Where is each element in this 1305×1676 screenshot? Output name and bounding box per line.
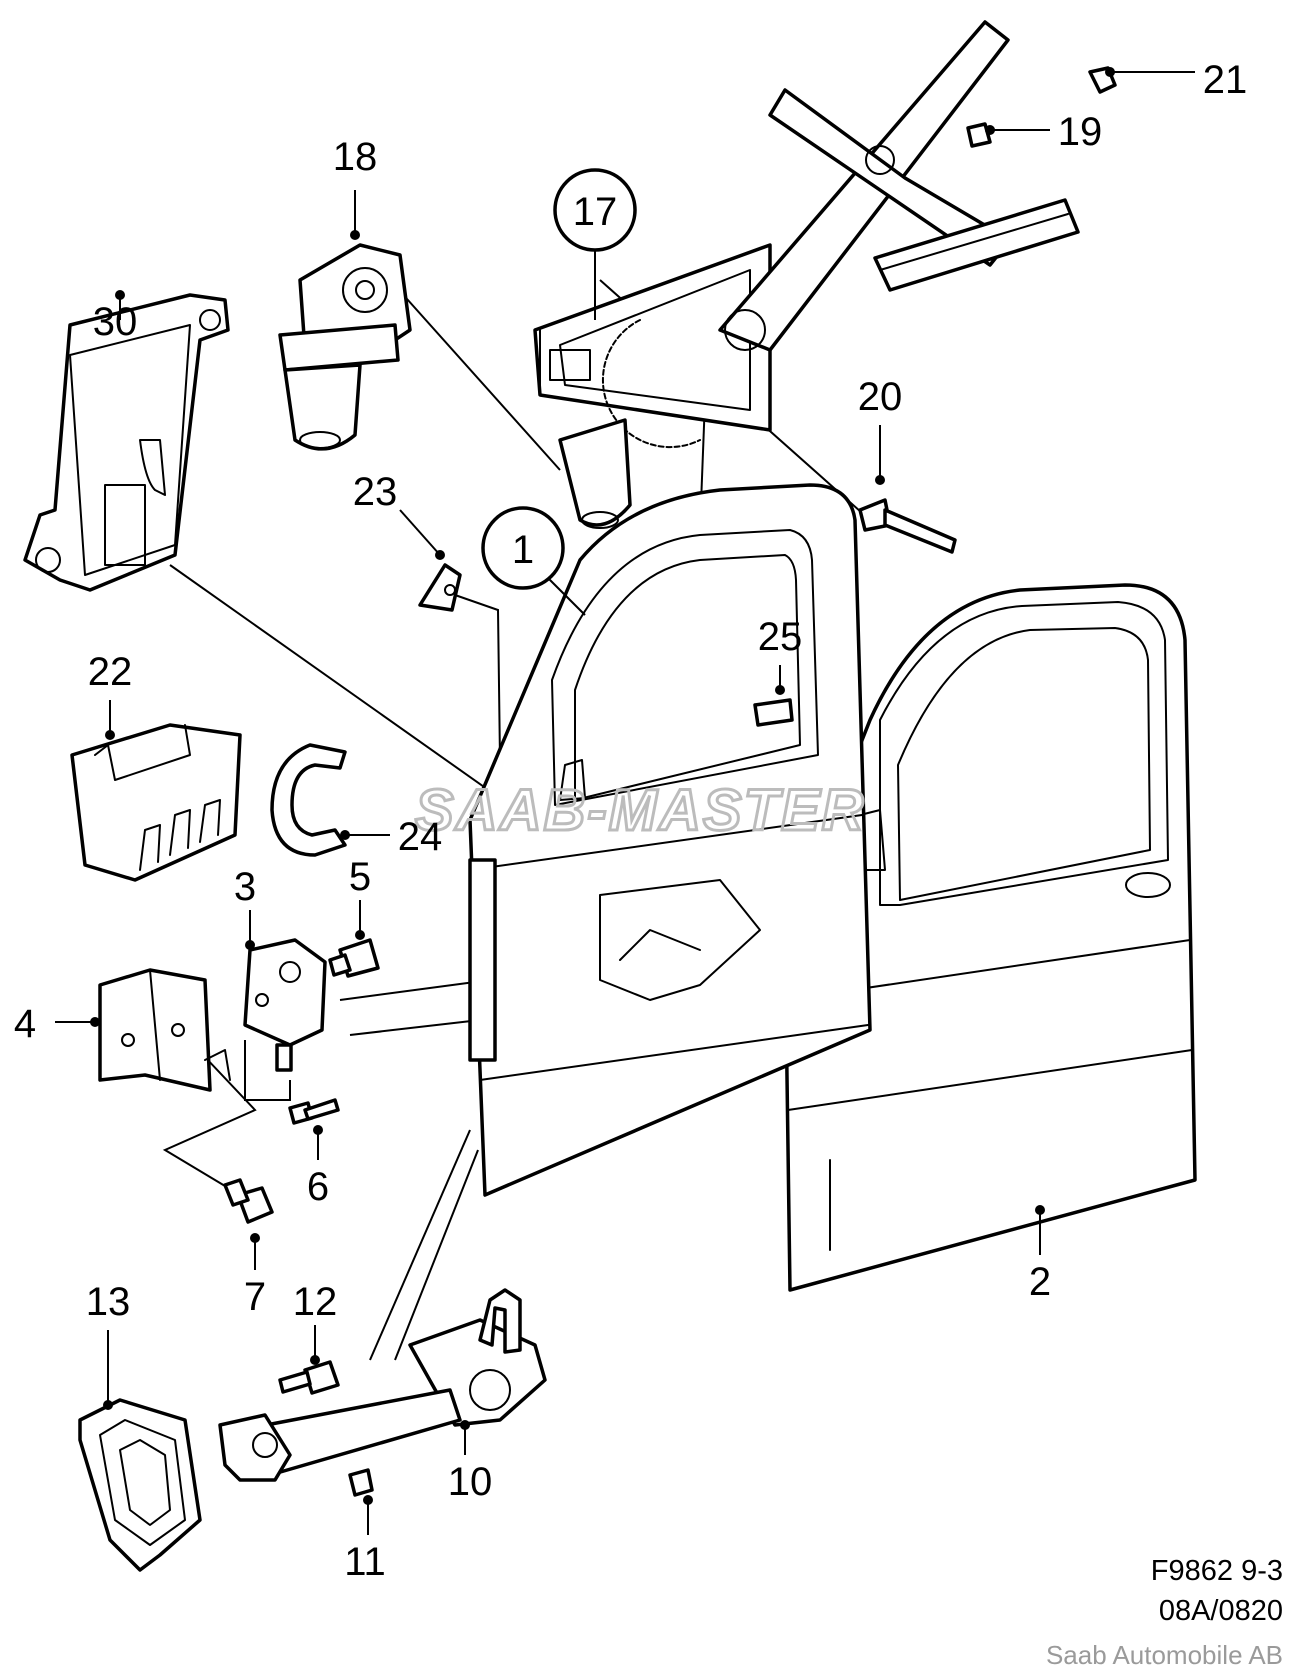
part-22	[70, 723, 242, 882]
window-motor-18	[278, 243, 412, 451]
callout-3: 3	[234, 865, 256, 909]
callout-13: 13	[86, 1280, 131, 1324]
callout-5: 5	[349, 855, 371, 899]
callout-30: 30	[93, 300, 138, 344]
switch-30	[23, 293, 230, 592]
part-25	[753, 698, 794, 727]
callout-12: 12	[293, 1280, 338, 1324]
door-check-10	[218, 1288, 547, 1482]
bolt-7	[223, 1178, 274, 1224]
part-23	[418, 563, 462, 612]
callout-4: 4	[14, 1002, 36, 1046]
callout-21: 21	[1203, 58, 1248, 102]
door-1	[468, 483, 872, 1197]
footer-code: F9862 9-3	[1150, 1555, 1283, 1587]
bolt-5	[328, 938, 380, 978]
callout-7: 7	[244, 1275, 266, 1319]
callout-24: 24	[398, 815, 443, 859]
callout-17: 17	[573, 190, 618, 234]
grommet-13	[78, 1398, 202, 1572]
callout-18: 18	[333, 135, 378, 179]
door-2	[783, 583, 1197, 1292]
label-leaders	[55, 67, 1195, 1535]
part-24	[270, 743, 347, 857]
callout-20: 20	[858, 375, 903, 419]
footer-company: Saab Automobile AB	[1045, 1640, 1283, 1670]
callout-6: 6	[307, 1165, 329, 1209]
callout-circle-1	[481, 506, 565, 590]
callout-22: 22	[88, 650, 133, 694]
callout-23: 23	[353, 470, 398, 514]
callout-19: 19	[1058, 110, 1103, 154]
callout-10: 10	[448, 1460, 493, 1504]
hinge-3	[243, 938, 327, 1072]
window-regulator-17	[533, 20, 1080, 529]
bolt-6	[288, 1098, 340, 1125]
callout-2: 2	[1029, 1260, 1051, 1304]
bolt-12	[278, 1360, 340, 1395]
callout-labels: 17 1 18 30 23 20 21 19 22 24 25 3 5 4 6 …	[14, 58, 1247, 1584]
footer-revision: 08A/0820	[1158, 1595, 1283, 1627]
callout-11: 11	[344, 1540, 386, 1584]
hinge-4	[98, 968, 231, 1092]
nut-19	[966, 122, 992, 148]
watermark: SAAB-MASTER	[415, 778, 866, 843]
callout-25: 25	[758, 615, 803, 659]
callout-1: 1	[512, 528, 534, 572]
nut-11	[348, 1468, 374, 1497]
bolt-20	[858, 498, 957, 554]
